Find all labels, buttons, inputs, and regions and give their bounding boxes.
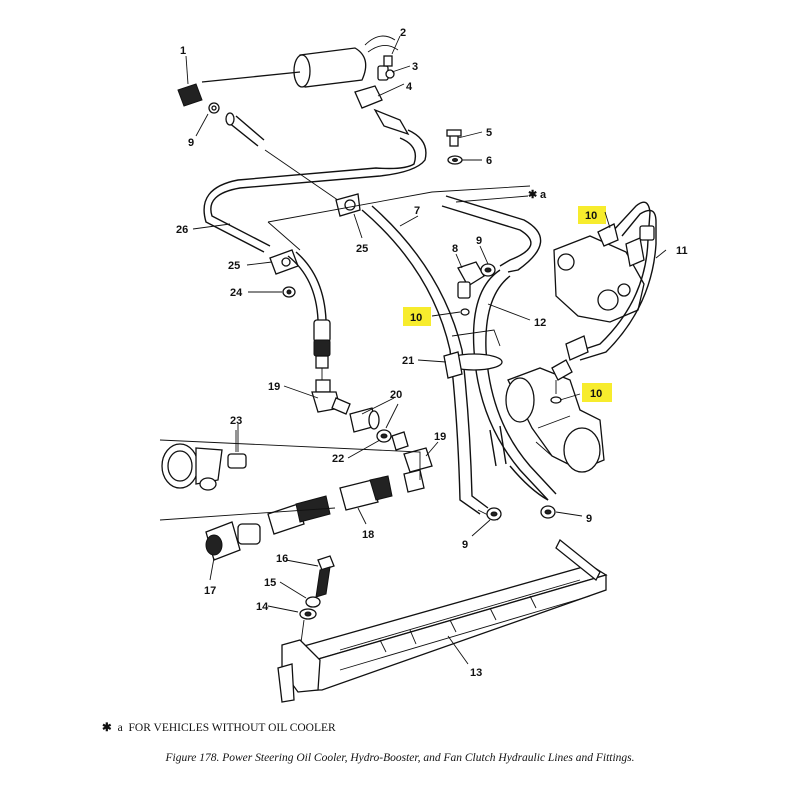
callout-5: 5	[486, 127, 492, 139]
callout-19-right: 19	[434, 431, 446, 443]
footnote-label: a	[117, 722, 123, 734]
figure-caption: Figure 178. Power Steering Oil Cooler, H…	[165, 752, 635, 764]
callout-22: 22	[332, 453, 344, 465]
callout-9-top-left: 9	[188, 137, 194, 149]
elbow-fitting-top-left	[177, 83, 220, 114]
bracket-outline	[267, 185, 531, 251]
footnote-text: FOR VEHICLES WITHOUT OIL COOLER	[128, 722, 336, 734]
coupling-18	[339, 475, 393, 511]
callout-19-left: 19	[268, 381, 280, 393]
callout-21: 21	[402, 355, 414, 367]
callout-13: 13	[470, 667, 482, 679]
highlight-item-10-top-right	[578, 206, 606, 224]
highlight-item-10-center	[403, 307, 431, 326]
highlight-item-10-right	[582, 383, 612, 402]
callout-7: 7	[414, 205, 420, 217]
leader-lines	[185, 35, 667, 665]
callout-17: 17	[204, 585, 216, 597]
callout-24: 24	[230, 287, 243, 299]
callout-9-center: 9	[476, 235, 482, 247]
hydro-booster	[505, 367, 605, 473]
callout-6: 6	[486, 155, 492, 167]
callout-a-group: ✱ a	[528, 189, 547, 201]
callout-9-lower-right: 9	[586, 513, 592, 525]
oil-cooler-13	[277, 538, 608, 703]
callout-labels: 1 2 3 4 9 5 6 26 25 25 24 7 ✱ a 8 9 10 1…	[176, 27, 688, 679]
exploded-parts-diagram: 1 2 3 4 9 5 6 26 25 25 24 7 ✱ a 8 9 10 1…	[159, 27, 688, 703]
callout-12: 12	[534, 317, 546, 329]
footnote: ✱ a FOR VEHICLES WITHOUT OIL COOLER	[102, 720, 336, 734]
clamps-9-lower	[486, 505, 556, 521]
callout-25-left: 25	[228, 260, 240, 272]
quick-disconnect-17	[159, 495, 336, 561]
callout-18: 18	[362, 529, 374, 541]
nut-20	[349, 407, 409, 451]
callout-23: 23	[230, 415, 242, 427]
callout-10-top-right: 10	[585, 210, 597, 222]
callout-2: 2	[400, 27, 406, 39]
hose-top-left	[225, 112, 265, 147]
clamp-25-top	[335, 193, 361, 217]
callout-9-lower-left: 9	[462, 539, 468, 551]
callout-14: 14	[256, 601, 269, 613]
callout-4: 4	[406, 81, 413, 93]
footnote-star: ✱	[102, 722, 112, 734]
fittings-top	[354, 55, 410, 136]
hose-11	[565, 201, 657, 361]
steering-pump	[553, 235, 645, 323]
callout-8: 8	[452, 243, 458, 255]
clamp-25-left	[269, 249, 299, 275]
callout-a: a	[540, 189, 547, 201]
callout-3: 3	[412, 61, 418, 73]
callout-16: 16	[276, 553, 288, 565]
pump-cylinder	[201, 35, 399, 88]
callout-10-center: 10	[410, 312, 422, 324]
elbow-fitting-19-right	[403, 447, 433, 493]
callout-a-star: ✱	[528, 189, 537, 201]
bolt-5	[446, 129, 463, 165]
band-clamp-21	[443, 329, 503, 379]
callout-10-right: 10	[590, 388, 602, 400]
callout-15: 15	[264, 577, 276, 589]
fitting-8	[457, 261, 496, 316]
callout-26: 26	[176, 224, 188, 236]
callout-1: 1	[180, 45, 186, 57]
callout-25-top: 25	[356, 243, 368, 255]
callout-11: 11	[676, 245, 688, 257]
nut-24	[282, 286, 296, 298]
return-line-26	[203, 129, 427, 253]
bolt-16	[299, 555, 335, 651]
callout-20: 20	[390, 389, 402, 401]
hose-left-vertical	[287, 251, 331, 380]
elbow-fitting-19-left	[311, 379, 351, 415]
fitting-booster	[550, 359, 573, 404]
quick-connector-23	[159, 430, 421, 491]
